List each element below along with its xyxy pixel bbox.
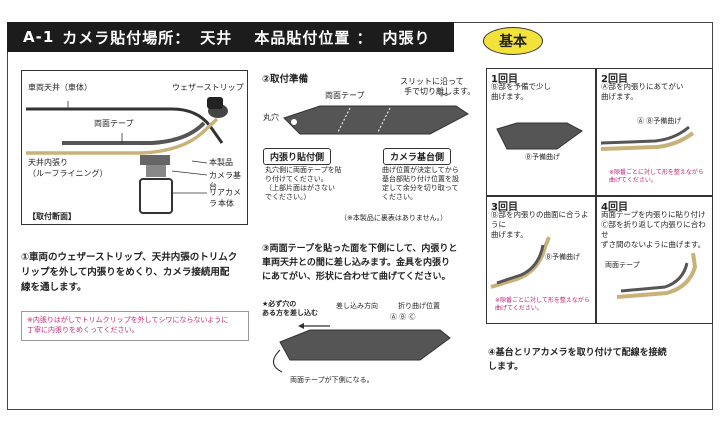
panel4-text: 両面テープを内張りに貼り付け Ⓒ部を折り返して内張りに合わせ ずさ間のないように…: [601, 210, 712, 250]
svg-text:✂: ✂: [440, 90, 448, 101]
step3-text: ③両面テープを貼った面を下側にして、内張りと 車両天井との間に差し込みます。金具…: [262, 242, 457, 284]
section-code: A-1: [23, 28, 55, 46]
basic-badge: 基本: [483, 27, 543, 55]
step1-note-line-1: ※内張りはがしでトリムクリップを外してシワにならないように: [27, 316, 229, 324]
panel3-drawing: [490, 236, 551, 289]
bend-panel-3: 3回目 Ⓑ部を内張りの曲面に合うように 曲げます。 Ⓑ予備曲げ ※隙番ごとに対し…: [486, 196, 596, 324]
panel1-drawing: [496, 122, 583, 150]
panel1-line-2: 曲げます。: [491, 92, 528, 101]
step2-left-text: 丸穴側に両面テープを貼 り付けてください。 （上部片面はがさない でください。）: [265, 166, 342, 202]
panel3-line-2: 曲げます。: [491, 230, 528, 239]
panel3-note-line-1: ※隙番ごとに対して形を整えながら: [495, 297, 590, 304]
bend-panel-1: 1回目 Ⓑ部を予備で少し 曲げます。 Ⓑ予備曲げ: [486, 68, 596, 196]
label-base: カメラ基台: [209, 171, 241, 191]
label-roof: 車両天井（車体）: [28, 83, 92, 92]
panel2-note: ※隙番ごとに対して形を整えながら 曲げてください。: [609, 169, 704, 185]
step3-line-2: 車両天井との間に差し込みます。金具を内張り: [262, 258, 451, 268]
panel1-text: Ⓑ部を予備で少し 曲げます。: [491, 82, 551, 102]
label-product: 本製品: [209, 158, 233, 167]
step2-right-line-2: 基台部貼り付け位置を設: [382, 175, 459, 183]
panel2-text: Ⓐ部を内張りにあてがい 曲げます。: [601, 82, 683, 102]
label-camera-2: 本体: [218, 199, 234, 208]
step4-line-1: ④基台とリアカメラを取り付けて配線を接続: [488, 348, 667, 358]
step1-line-3: 線を通します。: [21, 282, 87, 293]
camera-location-value: 天井: [200, 28, 233, 47]
rear-camera-shape: [139, 178, 173, 214]
panel2-line-2: 曲げます。: [601, 92, 638, 101]
step2-right-line-1: 曲げ位置が決定してから: [382, 166, 459, 174]
step1-note-line-2: 丁寧に内張りをめくってください。: [27, 326, 139, 334]
cross-section-drawing: [26, 97, 228, 214]
panel2-sub: Ⓐ Ⓑ予備曲げ: [637, 117, 682, 125]
step2-hole-label: 丸穴: [263, 113, 279, 122]
step2-right-line-3: 定して余分を切り取って: [382, 184, 459, 192]
panel4-drawing: [616, 252, 698, 299]
base-side-box: カメラ基台側: [383, 148, 452, 165]
camera-location-label: カメラ貼付場所：: [62, 28, 191, 47]
insert-strip-drawing: [272, 323, 451, 373]
step2-left-line-1: 丸穴側に両面テープを貼: [265, 166, 342, 174]
panel2-note-line-1: ※隙番ごとに対して形を整えながら: [609, 169, 704, 176]
panel2-drawing: [600, 125, 695, 151]
panel3-text: Ⓑ部を内張りの曲面に合うように 曲げます。: [491, 210, 595, 240]
title-bar: A-1 カメラ貼付場所： 天井 本品貼付位置 ： 内張り: [7, 22, 454, 52]
step3-line-3: にあてがい、形状に合わせて曲げてください。: [262, 272, 451, 282]
step3-abc-label: Ⓐ Ⓑ Ⓒ: [390, 313, 416, 321]
step1-text: ①車両のウェザーストリップ、天井内張のトリムク リップを外して内張りをめくり、カ…: [21, 250, 237, 295]
panel4-title: 4回目: [601, 202, 628, 213]
step3-fold-label: ★必ず穴の ある方を差し込む: [262, 300, 318, 318]
panel1-sub: Ⓑ予備曲げ: [525, 153, 560, 161]
panel2-note-line-2: 曲げてください。: [609, 177, 657, 184]
step3-fold-line-1: ★必ず穴の: [262, 300, 297, 308]
step2-slit-label-2: 手で切り離します。: [404, 87, 476, 96]
bend-panel-4: 4回目 両面テープを内張りに貼り付け Ⓒ部を折り返して内張りに合わせ ずさ間のな…: [596, 196, 713, 324]
cross-section-panel: 車両天井（車体） ウェザーストリップ 両面テープ 天井内張り （ルーフライニング…: [21, 70, 248, 225]
panel3-note: ※隙番ごとに対して形を整えながら 曲げてください。: [495, 297, 590, 313]
panel3-line-1: Ⓑ部を内張りの曲面に合うように: [491, 210, 589, 229]
panel1-line-1: Ⓑ部を予備で少し: [491, 82, 551, 91]
step2-right-line-4: ください。: [382, 193, 417, 201]
panel3-sub: Ⓑ予備曲げ: [545, 253, 580, 261]
panel2-title: 2回目: [601, 74, 628, 85]
step3-bend-label: 折り曲げ位置: [398, 302, 440, 310]
label-lining-1: 天井内張り: [28, 158, 68, 167]
step4-line-2: します。: [488, 362, 524, 372]
step2-left-line-3: （上部片面はがさない: [265, 184, 335, 192]
panel3-title: 3回目: [491, 202, 518, 213]
step2-slit-label-1: スリットに沿って: [400, 77, 464, 86]
step3-direction-label: 差し込み方向: [336, 302, 378, 310]
panel2-line-1: Ⓐ部を内張りにあてがい: [601, 82, 684, 91]
step4-text: ④基台とリアカメラを取り付けて配線を接続 します。: [488, 346, 667, 374]
step2-left-line-2: り付けてください。: [265, 175, 328, 183]
diagram-caption: 【取付断面】: [28, 212, 76, 221]
panel4-line-3: ずさ間のないように曲げます。: [601, 240, 706, 249]
panel4-line-2: Ⓒ部を折り返して内張りに合わせ: [601, 220, 706, 239]
step3-tape-bottom-label: 両面テープが下側になる。: [290, 376, 374, 384]
panel4-sub: 両面テープ: [605, 261, 640, 269]
step3-line-1: ③両面テープを貼った面を下側にして、内張りと: [262, 244, 458, 254]
step2-title: ②取付準備: [262, 74, 309, 85]
panel4-line-1: 両面テープを内張りに貼り付け: [601, 210, 706, 219]
bend-panel-2: 2回目 Ⓐ部を内張りにあてがい 曲げます。 Ⓐ Ⓑ予備曲げ ※隙番ごとに対して形…: [596, 68, 713, 196]
step2-left-line-4: でください。）: [265, 193, 311, 201]
position-value: 内張り: [382, 28, 431, 47]
panel1-title: 1回目: [491, 74, 518, 85]
step2-note: （※本製品に裏表はありません。）: [340, 214, 448, 222]
label-weatherstrip: ウェザーストリップ: [172, 83, 244, 92]
step3-fold-line-2: ある方を差し込む: [262, 309, 318, 317]
step1-line-1: ①車両のウェザーストリップ、天井内張のトリムク: [21, 252, 238, 263]
step1-line-2: リップを外して内張りをめくり、カメラ接続用配: [21, 267, 230, 278]
step2-tape-label: 両面テープ: [325, 91, 365, 100]
label-camera-1: リアカメラ: [209, 188, 241, 208]
label-lining-2: （ルーフライニング）: [28, 169, 108, 178]
lining-side-box: 内張り貼付側: [263, 148, 332, 165]
step2-right-text: 曲げ位置が決定してから 基台部貼り付け位置を設 定して余分を切り取って ください…: [382, 166, 459, 202]
position-label: 本品貼付位置 ：: [254, 28, 373, 47]
tape-strip-drawing: ✂: [283, 90, 469, 135]
panel3-note-line-2: 曲げてください。: [495, 305, 543, 312]
label-tape: 両面テープ: [94, 119, 134, 128]
step1-note: ※内張りはがしでトリムクリップを外してシワにならないように 丁寧に内張りをめくっ…: [21, 311, 249, 341]
